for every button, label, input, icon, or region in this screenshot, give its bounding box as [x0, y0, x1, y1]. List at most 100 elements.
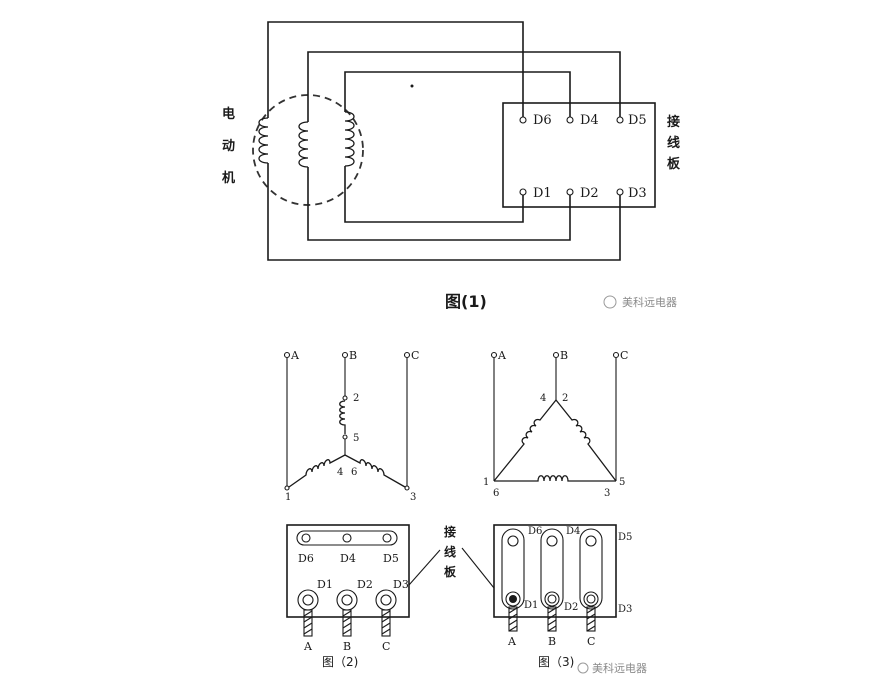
fig3-terminal-d4	[546, 535, 558, 547]
board-label-2: 线	[667, 135, 680, 151]
fig3-terminal-d6	[507, 535, 519, 547]
supply-b-terminal	[341, 351, 349, 359]
supply-c-terminal	[403, 351, 411, 359]
label-d6: D6	[533, 113, 552, 128]
fig3-lug-a	[505, 591, 521, 607]
fig2-label-d5: D5	[383, 552, 399, 565]
label-d3: D3	[628, 186, 647, 201]
fig2-lug-c	[375, 589, 397, 611]
fig2-label-d6: D6	[298, 552, 314, 565]
fig3-supply-a-terminal	[490, 351, 498, 359]
terminal-d3	[616, 188, 624, 196]
watermark-icon	[603, 295, 617, 309]
label-d4: D4	[580, 113, 599, 128]
motor-winding-2	[298, 121, 309, 168]
terminal-d5	[616, 116, 624, 124]
watermark-1: 美科远电器	[603, 295, 677, 309]
fig2-lug-a-hole	[302, 594, 314, 606]
board-callout: 接 线 板	[408, 524, 495, 589]
fig3-label-d3: D3	[618, 604, 632, 615]
fig2-supply-c: C	[411, 349, 419, 362]
fig2-num-3: 3	[410, 492, 416, 503]
motor-label-1: 电	[222, 106, 235, 122]
fig2-link-bar	[296, 530, 398, 546]
lead-winding2-bottom	[307, 167, 571, 241]
label-d1: D1	[533, 186, 552, 201]
callout-char-1: 接	[444, 524, 456, 539]
label-d2: D2	[580, 186, 599, 201]
fig2-terminal-d5	[382, 533, 392, 543]
terminal-d4	[566, 116, 574, 124]
fig2-winding-b	[339, 400, 346, 434]
fig3-supply-b: B	[560, 349, 568, 362]
fig3-label-d5: D5	[618, 532, 632, 543]
figure-1-caption: 图(1)	[445, 292, 487, 311]
fig3-supply-b-terminal	[552, 351, 560, 359]
fig2-lug-b-hole	[341, 594, 353, 606]
lead-winding1-bottom	[267, 163, 621, 261]
figure-2-caption: 图（2)	[322, 655, 358, 669]
fig3-winding-bottom	[494, 475, 616, 482]
fig2-hatching	[303, 610, 391, 635]
fig2-lug-b	[336, 589, 358, 611]
motor-winding-1	[258, 117, 269, 164]
watermark-icon-2	[577, 662, 589, 674]
fig3-feed-label-b: B	[548, 635, 556, 648]
fig2-num-6: 6	[351, 467, 357, 478]
fig2-supply-a: A	[290, 349, 300, 362]
fig3-terminal-board	[493, 524, 617, 618]
fig2-node-3	[404, 485, 410, 491]
fig3-lug-c-hole	[586, 594, 596, 604]
figure-2-star-connection: A B C 2 5 4 6 1 3 D6 D4 D5 D1 D	[283, 349, 419, 669]
fig2-label-d3: D3	[393, 578, 409, 591]
fig2-feed-label-c: C	[382, 640, 390, 653]
motor-winding-3	[344, 111, 355, 167]
callout-leader-right	[461, 547, 495, 589]
fig3-label-d2: D2	[564, 602, 578, 613]
lead-winding3-top	[344, 71, 571, 118]
motor-label-3: 机	[222, 170, 235, 186]
watermark-2: 美科远电器	[577, 661, 647, 675]
fig3-label-d1: D1	[524, 600, 538, 611]
fig3-feed-wires	[508, 606, 596, 632]
fig3-label-d6: D6	[528, 526, 542, 537]
supply-a-terminal	[283, 351, 291, 359]
fig2-winding-c	[344, 454, 406, 488]
fig3-num-1: 1	[483, 477, 489, 488]
fig3-winding-right	[555, 399, 617, 482]
fig3-lug-c	[583, 591, 599, 607]
fig3-lug-a-hole	[509, 595, 517, 603]
fig2-num-1: 1	[285, 492, 291, 503]
motor-label-2: 动	[222, 139, 235, 154]
fig2-num-5: 5	[353, 433, 359, 444]
fig3-num-2: 2	[562, 393, 568, 404]
watermark-text-1: 美科远电器	[622, 295, 677, 309]
fig2-node-2	[342, 395, 348, 401]
fig2-num-2: 2	[353, 393, 359, 404]
figure-3-caption: 图（3)	[538, 655, 574, 669]
fig3-supply-c: C	[620, 349, 628, 362]
board-label-3: 板	[667, 156, 681, 172]
fig3-supply-c-terminal	[612, 351, 620, 359]
terminal-board-1	[502, 102, 656, 208]
fig2-feed-label-a: A	[303, 640, 313, 653]
fig3-feed-label-a: A	[507, 635, 517, 648]
fig2-label-d1: D1	[317, 578, 333, 591]
fig2-terminal-d6	[301, 533, 311, 543]
terminal-d2	[566, 188, 574, 196]
fig2-feed-label-b: B	[343, 640, 351, 653]
fig2-label-d2: D2	[357, 578, 373, 591]
callout-leader-left	[408, 549, 441, 586]
lead-winding1-top	[267, 21, 524, 118]
fig3-link-bar-3	[579, 528, 603, 610]
fig3-winding-left	[493, 399, 557, 482]
fig3-num-6: 6	[493, 488, 499, 499]
callout-char-3: 板	[444, 564, 457, 579]
fig2-num-4: 4	[337, 467, 343, 478]
fig3-lug-b	[544, 591, 560, 607]
fig2-label-d4: D4	[340, 552, 356, 565]
fig2-winding-a	[288, 454, 346, 488]
fig3-feed-label-c: C	[587, 635, 595, 648]
